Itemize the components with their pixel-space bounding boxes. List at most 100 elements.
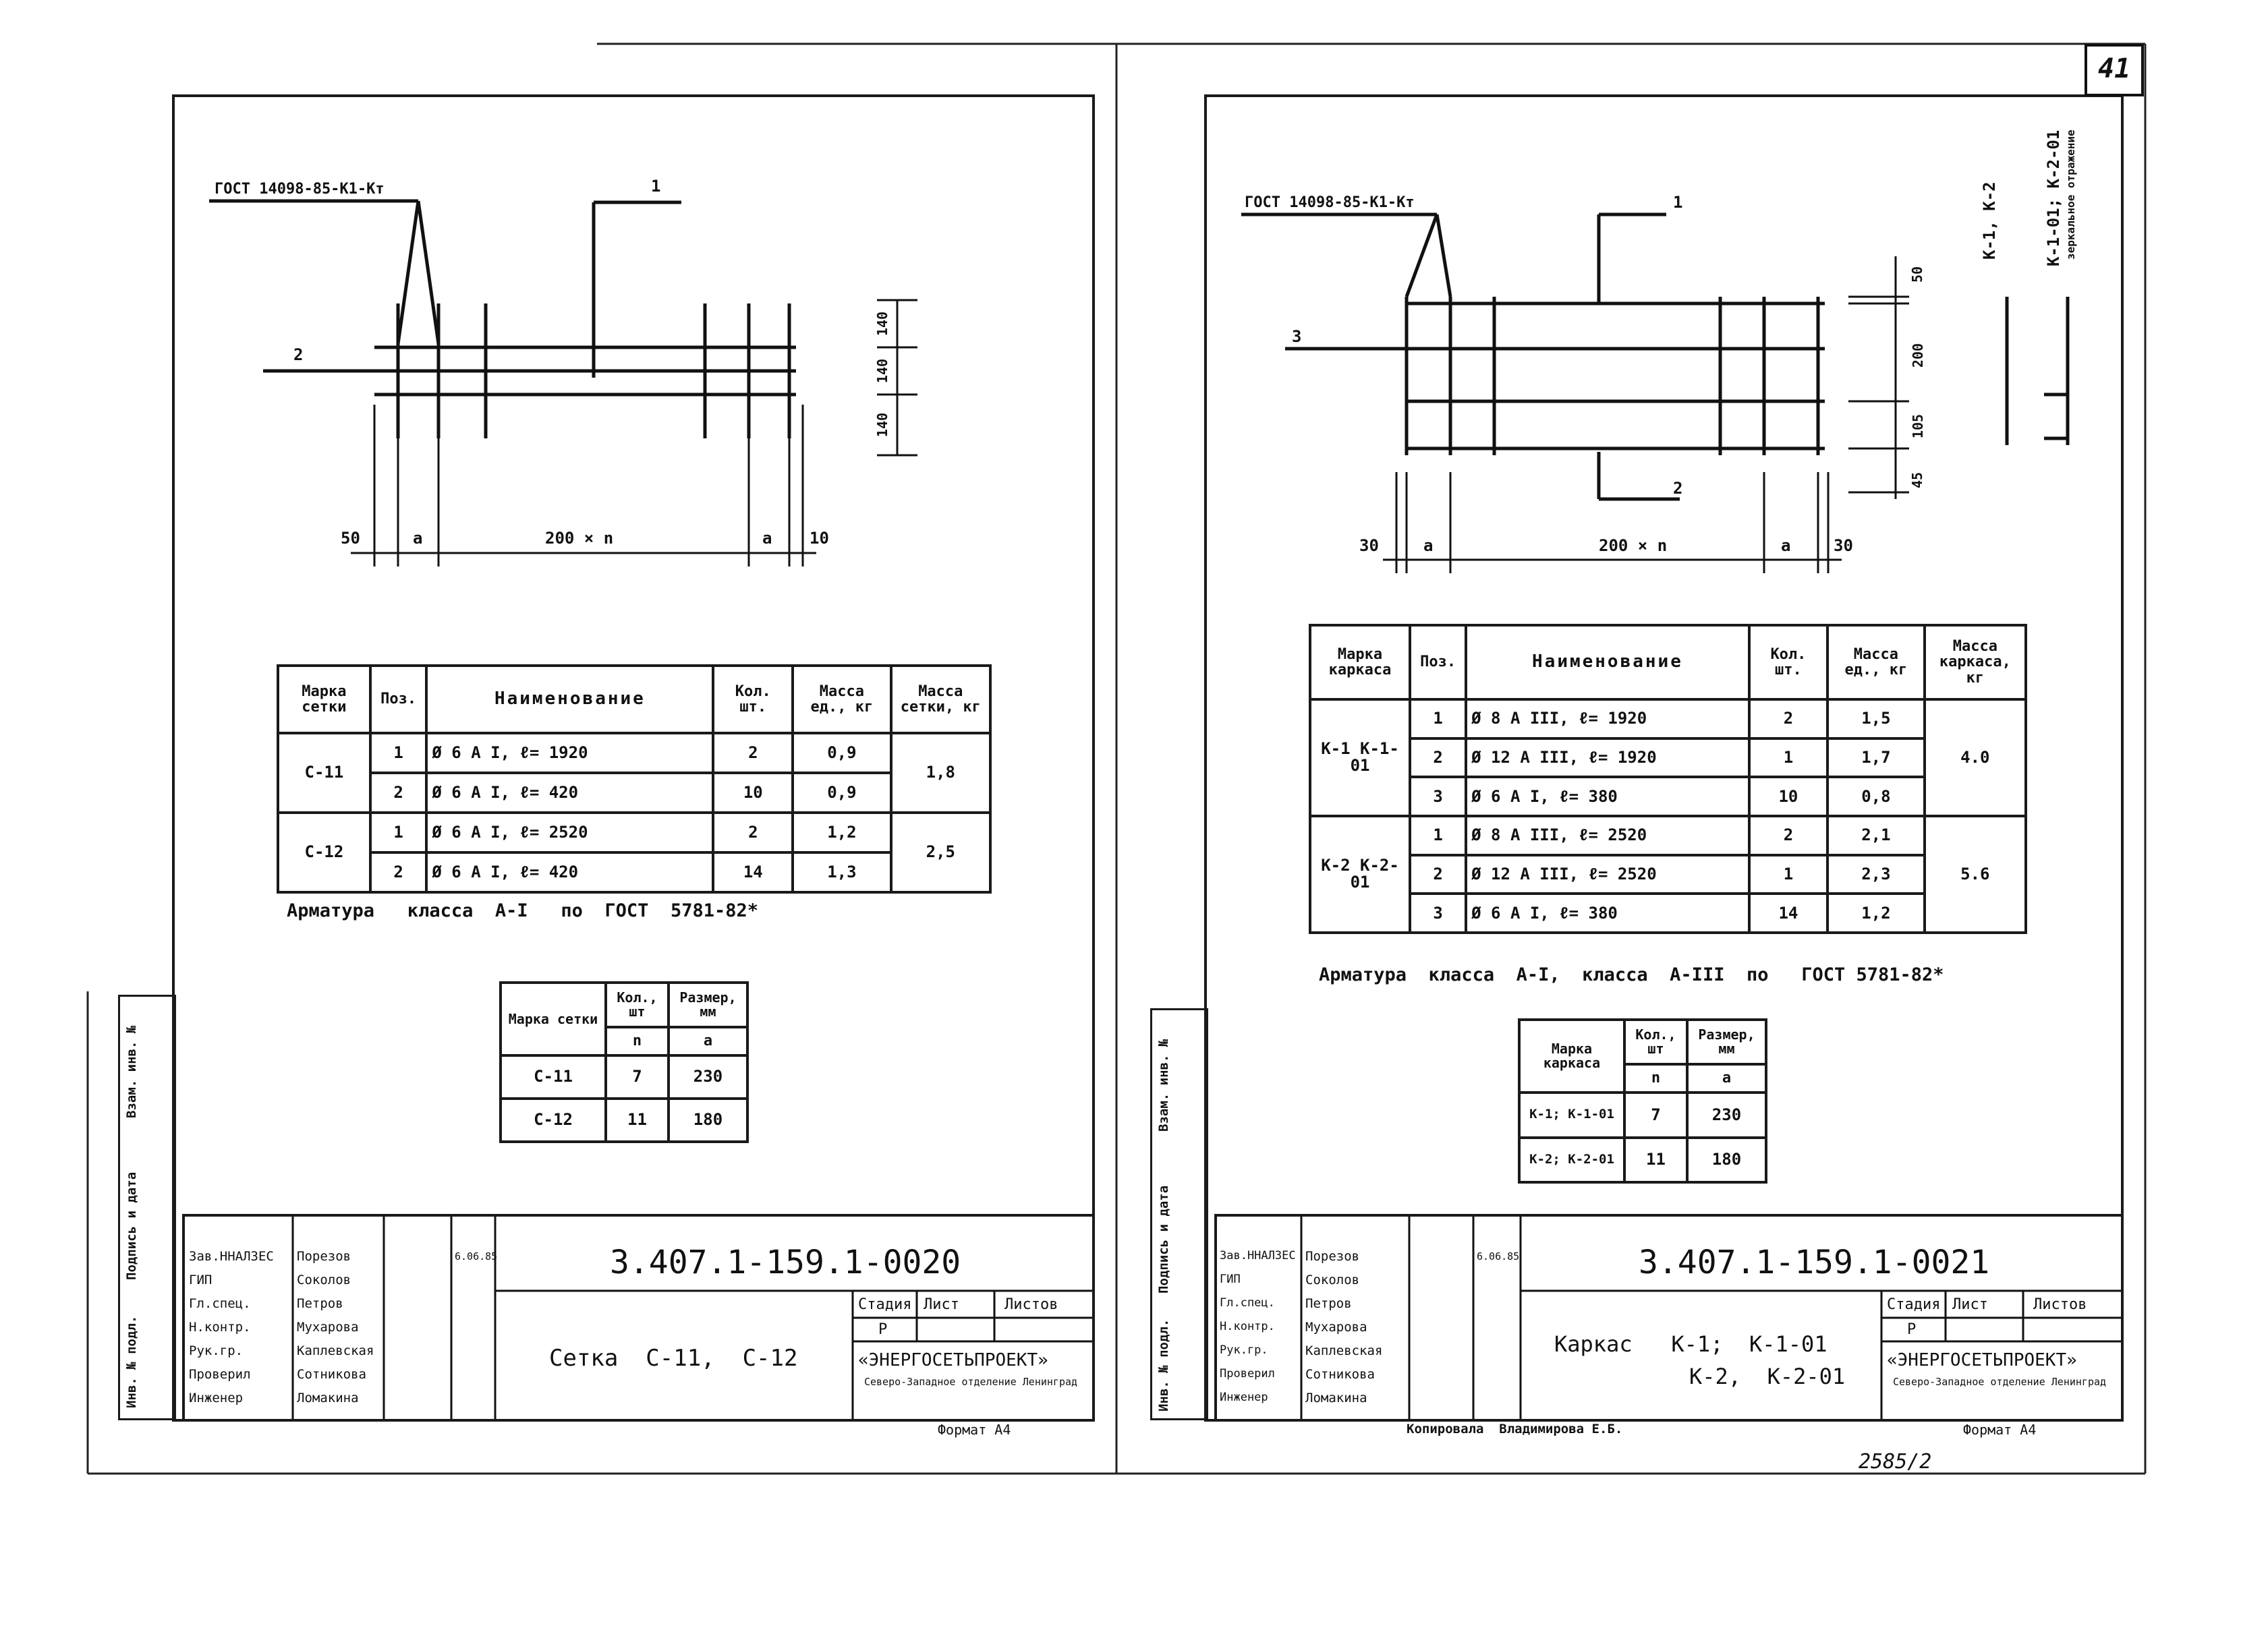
right-dim-v-4: 45 — [1909, 471, 1926, 489]
right-spec-name: Ø 12 А III, ℓ= 2520 — [1465, 853, 1751, 896]
right-side-swap: Взам. инв. № — [1156, 1039, 1171, 1132]
right-side-strip: Взам. инв. № Подпись и дата Инв. № подл. — [1150, 1008, 1208, 1420]
right-doc-number: 3.407.1-159.1-0021 — [1639, 1244, 1990, 1281]
right-spec-mark-2: К-2 К-2-01 — [1308, 814, 1412, 935]
left-spec-pos: 2 — [368, 772, 428, 814]
left-size-head-size: Размер, мм — [667, 981, 749, 1028]
left-format-label: Формат А4 — [938, 1422, 1011, 1438]
right-spec-name: Ø 6 А I, ℓ= 380 — [1465, 892, 1751, 934]
left-org-name: «ЭНЕРГОСЕТЬПРОЕКТ» — [858, 1350, 1048, 1370]
left-gost-label: ГОСТ 14098-85-К1-Кт — [215, 181, 385, 198]
left-spec-head-pos: Поз. — [368, 664, 428, 734]
right-person-role: Гл.спец. — [1220, 1296, 1275, 1310]
right-spec-pos: 3 — [1409, 892, 1468, 934]
left-spec-mass: 1,3 — [791, 851, 892, 894]
right-spec-qty: 10 — [1747, 776, 1830, 817]
left-person-role: Проверил — [189, 1367, 251, 1382]
right-size-n: 11 — [1623, 1136, 1689, 1184]
left-spec-name: Ø 6 А I, ℓ= 1920 — [425, 732, 715, 774]
left-person-role: ГИП — [189, 1273, 212, 1287]
right-dim-v-1: 50 — [1909, 266, 1926, 283]
left-person-role: Зав.ННАЛЗЕС — [189, 1249, 274, 1264]
left-stage-value: Р — [878, 1321, 888, 1338]
right-dim-h-a1: а — [1423, 536, 1434, 555]
left-spec-mass: 1,2 — [791, 811, 892, 854]
right-spec-qty: 2 — [1747, 814, 1830, 856]
right-org-name: «ЭНЕРГОСЕТЬПРОЕКТ» — [1887, 1350, 2077, 1370]
left-spec-mark-1: С-11 — [277, 732, 372, 814]
right-stage-value: Р — [1907, 1321, 1917, 1338]
right-size-head-n: n — [1623, 1063, 1689, 1094]
right-pos-3-label: 3 — [1292, 327, 1302, 346]
left-size-head-n: n — [604, 1026, 670, 1057]
left-spec-mass: 0,9 — [791, 732, 892, 774]
right-dim-h-left: 30 — [1359, 536, 1379, 555]
left-person-name: Ломакина — [297, 1391, 359, 1405]
right-size-table: Марка каркаса Кол., шт Размер, мм n а К-… — [1518, 1018, 1768, 1184]
left-spec-name: Ø 6 А I, ℓ= 420 — [425, 851, 715, 894]
right-person-name: Каплевская — [1305, 1343, 1383, 1358]
right-gost-label: ГОСТ 14098-85-К1-Кт — [1245, 194, 1415, 211]
right-person-name: Порезов — [1305, 1249, 1360, 1264]
right-spec-name: Ø 6 А I, ℓ= 380 — [1465, 776, 1751, 817]
right-person-role: Проверил — [1220, 1367, 1275, 1380]
right-variant-c: зеркальное отражение — [2064, 129, 2077, 260]
right-size-n: 7 — [1623, 1091, 1689, 1139]
right-person-role: Инженер — [1220, 1391, 1268, 1404]
right-person-name: Мухарова — [1305, 1320, 1367, 1335]
right-sheet-title-1: Каркас К-1; К-1-01 — [1554, 1331, 1827, 1357]
bottom-archive-number: 2585/2 — [1859, 1450, 1932, 1474]
right-stamp-grid — [1300, 1217, 2121, 1419]
left-spec-total-2: 2,5 — [889, 811, 992, 894]
right-size-head-a: а — [1685, 1063, 1768, 1094]
left-rebar-note: Арматура класса А-I по ГОСТ 5781-82* — [287, 900, 758, 921]
left-spec-name: Ø 6 А I, ℓ= 420 — [425, 772, 715, 814]
right-spec-table: Марка каркаса Поз. Наименование Кол. шт.… — [1308, 624, 2028, 935]
left-org-sub: Северо-Западное отделение Ленинград — [863, 1376, 1078, 1388]
left-spec-qty: 14 — [712, 851, 795, 894]
right-person-name: Ломакина — [1305, 1391, 1367, 1405]
left-size-n: 7 — [604, 1054, 670, 1100]
left-spec-total-1: 1,8 — [889, 732, 992, 814]
left-spec-head-qty: Кол. шт. — [712, 664, 795, 734]
right-date: 6.06.85 — [1477, 1250, 1520, 1262]
page-number-box: 41 — [2085, 44, 2144, 96]
left-sheets-label: Листов — [1004, 1296, 1058, 1313]
right-pos-2-label: 2 — [1673, 479, 1683, 498]
right-spec-pos: 1 — [1409, 814, 1468, 856]
right-spec-mass: 1,7 — [1826, 736, 1926, 779]
right-spec-head-total: Масса каркаса, кг — [1923, 624, 2028, 701]
left-dim-h-a1: а — [413, 529, 423, 548]
right-spec-total-2: 5.6 — [1923, 814, 2028, 935]
right-spec-head-qty: Кол. шт. — [1747, 624, 1830, 701]
right-person-name: Петров — [1305, 1296, 1352, 1311]
right-dim-h-middle: 200 × n — [1599, 536, 1668, 555]
left-person-name: Порезов — [297, 1249, 351, 1264]
left-person-name: Каплевская — [297, 1343, 374, 1358]
right-person-role: Рук.гр. — [1220, 1343, 1268, 1357]
right-spec-head-pos: Поз. — [1409, 624, 1468, 701]
left-title-block: 3.407.1-159.1-0020 Сетка С-11, С-12 Стад… — [182, 1214, 1095, 1422]
right-spec-total-1: 4.0 — [1923, 698, 2028, 817]
left-spec-mark-2: С-12 — [277, 811, 372, 894]
left-size-n: 11 — [604, 1097, 670, 1143]
right-size-head-mark: Марка каркаса — [1518, 1018, 1626, 1094]
right-side-inv: Инв. № подл. — [1156, 1318, 1171, 1412]
right-pos-1-label: 1 — [1673, 193, 1683, 212]
right-person-role: Зав.ННАЛЗЕС — [1220, 1249, 1296, 1262]
right-size-head-size: Размер, мм — [1685, 1018, 1768, 1066]
left-stage-label: Стадия — [858, 1296, 912, 1313]
right-spec-qty: 1 — [1747, 853, 1830, 896]
right-spec-head-mass: Масса ед., кг — [1826, 624, 1926, 701]
left-person-name: Сотникова — [297, 1367, 366, 1382]
right-dim-v-3: 105 — [1910, 413, 1927, 439]
right-person-role: ГИП — [1220, 1273, 1241, 1286]
right-variant-b: К-1-01; К-2-01 — [2044, 129, 2063, 266]
left-dim-h-right: 10 — [810, 529, 829, 548]
right-dim-v-2: 200 — [1910, 343, 1927, 368]
left-dim-h-middle: 200 × n — [545, 529, 614, 548]
left-spec-qty: 2 — [712, 732, 795, 774]
left-spec-qty: 10 — [712, 772, 795, 814]
